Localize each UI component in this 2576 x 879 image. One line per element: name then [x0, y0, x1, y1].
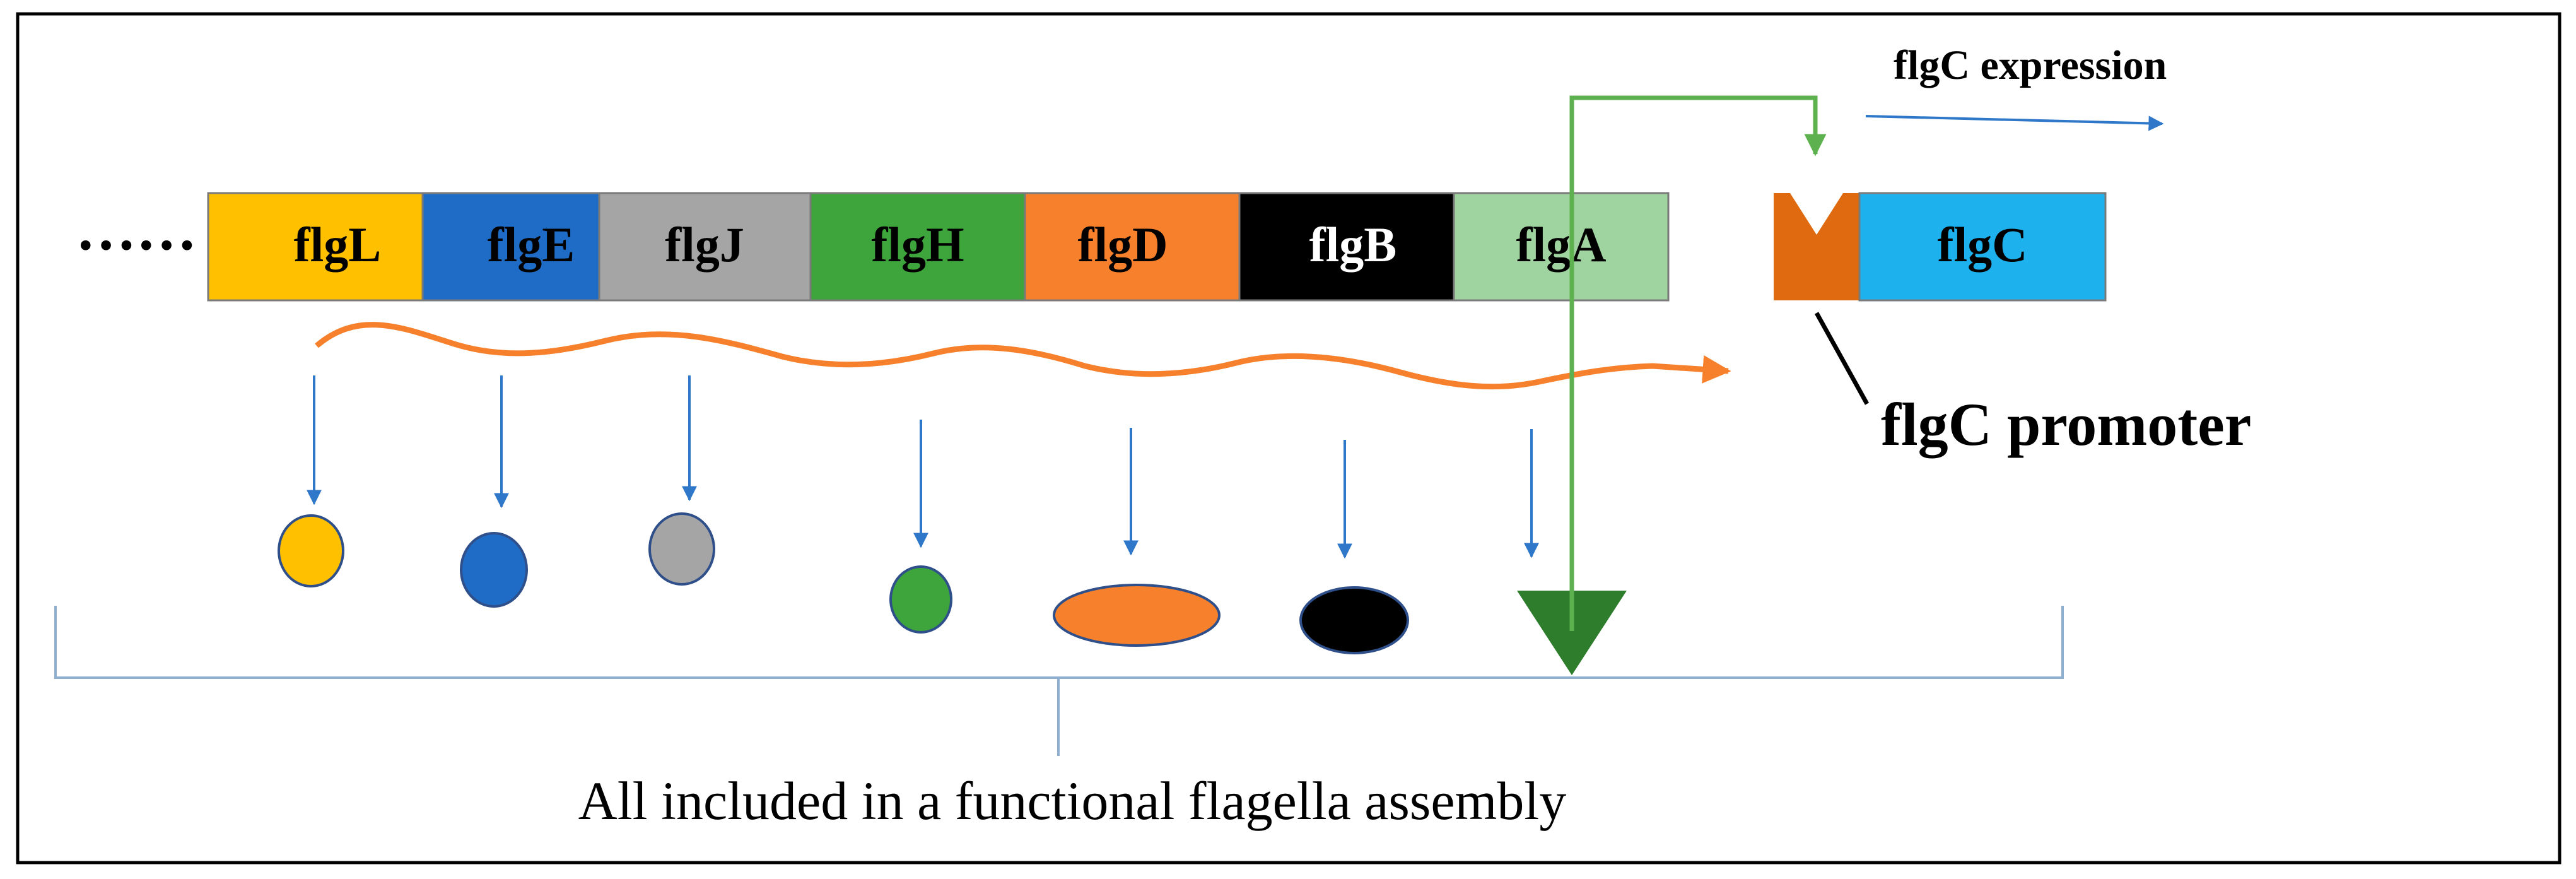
product-flgL	[278, 514, 344, 587]
gene-row: flgL flgE flgJ flgH flgD flgB flgA	[207, 192, 1670, 302]
gene-block-flgC	[1858, 192, 2107, 302]
caption: All included in a functional flagella as…	[578, 770, 1567, 831]
gene-label-flgH: flgH	[871, 217, 964, 272]
figure-border	[16, 12, 2561, 864]
transcript-wave	[315, 322, 1731, 390]
gene-label-flgD: flgD	[1078, 217, 1168, 272]
gene-block-flgD	[1024, 192, 1241, 302]
promoter-shape	[1774, 193, 1859, 300]
gene-label-flgB: flgB	[1309, 217, 1397, 272]
gene-label-flgL: flgL	[294, 217, 382, 272]
gene-label-flgC: flgC	[1938, 217, 2028, 272]
promoter-pointer-line	[1814, 312, 1870, 405]
leading-dots: ……	[76, 195, 197, 263]
gene-block-flgB	[1238, 192, 1455, 302]
gene-block-flgL	[207, 192, 424, 302]
gene-block-flgE	[421, 192, 600, 302]
product-arrows	[307, 375, 1539, 559]
expression-label: flgC expression	[1894, 42, 2167, 88]
expression-arrow	[1865, 115, 2164, 131]
product-flgA	[1517, 591, 1627, 675]
product-flgE	[460, 532, 528, 608]
gene-label-flgE: flgE	[488, 217, 575, 272]
product-flgD	[1053, 584, 1221, 647]
gene-block-flgA	[1453, 192, 1670, 302]
promoter-label: flgC promoter	[1881, 391, 2251, 458]
product-flgJ	[648, 512, 715, 586]
assembly-bracket	[54, 606, 2064, 756]
gene-label-flgJ: flgJ	[665, 217, 744, 272]
protein-products	[278, 512, 1627, 675]
product-flgB	[1299, 586, 1409, 654]
gene-label-flgA: flgA	[1516, 217, 1607, 272]
gene-block-flgH	[809, 192, 1026, 302]
regulation-line	[1569, 95, 1827, 631]
product-flgH	[889, 565, 952, 634]
